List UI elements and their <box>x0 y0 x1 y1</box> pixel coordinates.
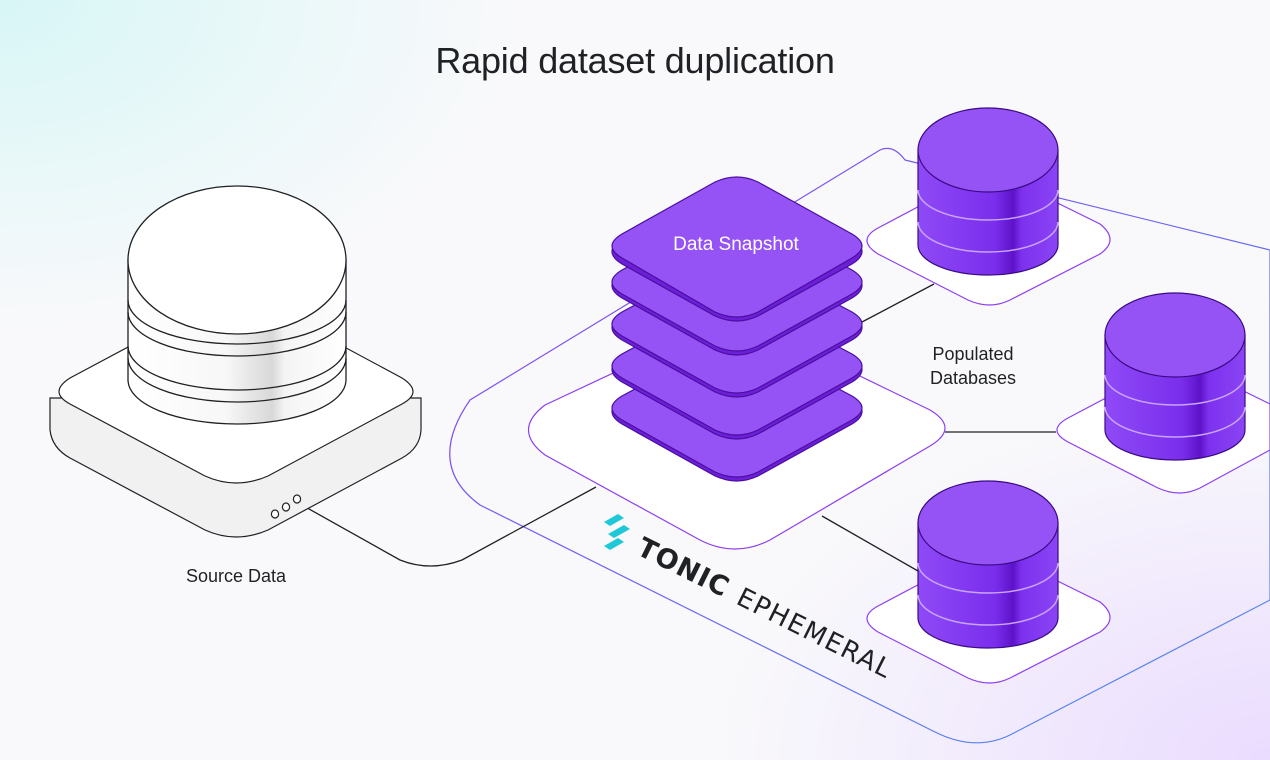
tonic-logo-icon <box>604 514 630 550</box>
snapshot-stack <box>611 176 863 482</box>
connector-to-db-top <box>861 283 935 323</box>
source-to-snapshot-connector <box>292 486 597 567</box>
populated-db-bottom <box>917 480 1059 649</box>
populated-label-line2: Databases <box>929 368 1017 388</box>
connector-to-db-bottom <box>821 515 919 572</box>
source-data-label: Source Data <box>185 566 287 586</box>
page-title: Rapid dataset duplication <box>435 40 835 81</box>
populated-db-right <box>1104 292 1246 461</box>
populated-db-top <box>917 107 1059 276</box>
populated-databases-label: Populated Databases <box>918 342 1028 390</box>
source-database-cylinder <box>127 185 347 425</box>
data-snapshot-label: Data Snapshot <box>673 234 799 255</box>
source-port-dots <box>270 494 302 519</box>
populated-label-line1: Populated <box>932 344 1014 364</box>
ephemeral-boundary <box>449 147 1270 744</box>
